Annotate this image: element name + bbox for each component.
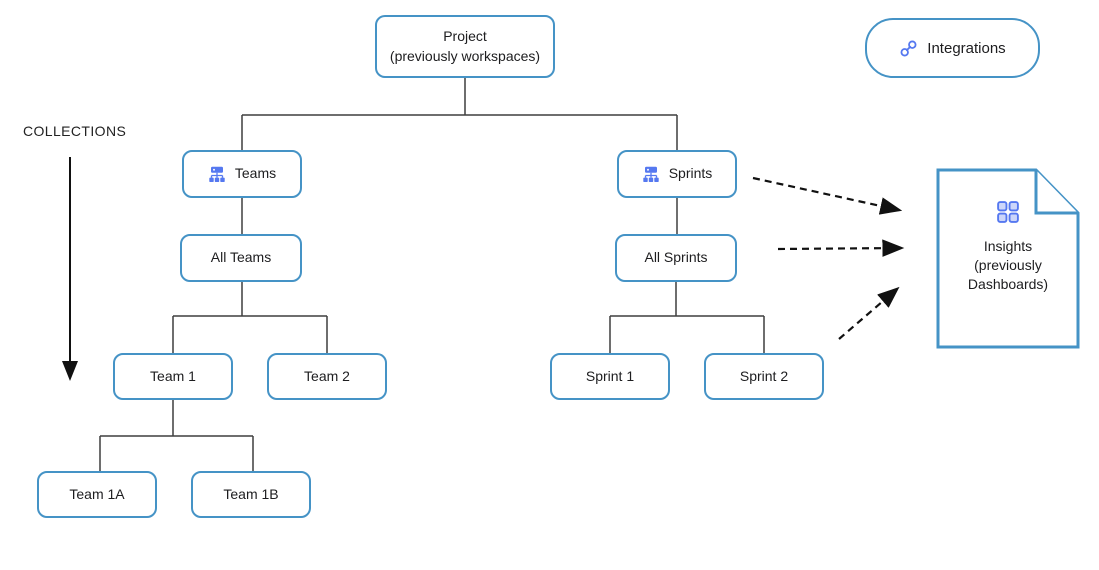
team-1a-label: Team 1A — [69, 485, 125, 502]
insights-label-line2: (previously — [974, 257, 1042, 273]
sitemap-icon — [642, 166, 660, 183]
sprints-label: Sprints — [668, 165, 713, 182]
all-sprints-label: All Sprints — [644, 249, 708, 266]
teams-label: Teams — [234, 165, 277, 182]
node-sprint-1: Sprint 1 — [550, 353, 670, 400]
node-all-sprints: All Sprints — [615, 234, 737, 282]
dashed-arrow-sprint2-to-insights — [838, 286, 900, 340]
node-project: Project (previously workspaces) — [375, 15, 555, 78]
node-insights: Insights (previously Dashboards) — [938, 170, 1078, 347]
project-label-line1: Project — [443, 27, 487, 44]
team-2-label: Team 2 — [304, 367, 350, 384]
team-1-label: Team 1 — [150, 367, 196, 384]
node-sprints: Sprints — [617, 150, 737, 198]
dashed-arrow-allsprints-to-insights — [777, 239, 905, 257]
collections-label: COLLECTIONS — [23, 123, 127, 139]
dashed-arrow-sprints-to-insights — [752, 176, 903, 215]
node-all-teams: All Teams — [180, 234, 302, 282]
insights-label-line3: Dashboards) — [967, 276, 1049, 292]
node-integrations: Integrations — [865, 18, 1040, 78]
insights-label-line1: Insights — [983, 238, 1033, 254]
team-1b-label: Team 1B — [223, 485, 279, 502]
sprint-1-label: Sprint 1 — [585, 367, 635, 384]
link-icon — [899, 39, 918, 58]
integrations-label: Integrations — [927, 39, 1006, 57]
node-teams: Teams — [182, 150, 302, 198]
sprint-2-label: Sprint 2 — [739, 367, 789, 384]
sitemap-icon — [208, 166, 226, 183]
project-label-line2: (previously workspaces) — [389, 47, 541, 64]
node-team-1b: Team 1B — [191, 471, 311, 518]
node-team-2: Team 2 — [267, 353, 387, 400]
node-sprint-2: Sprint 2 — [704, 353, 824, 400]
all-teams-label: All Teams — [210, 249, 272, 266]
dashboard-grid-icon — [997, 201, 1019, 228]
node-team-1: Team 1 — [113, 353, 233, 400]
node-team-1a: Team 1A — [37, 471, 157, 518]
